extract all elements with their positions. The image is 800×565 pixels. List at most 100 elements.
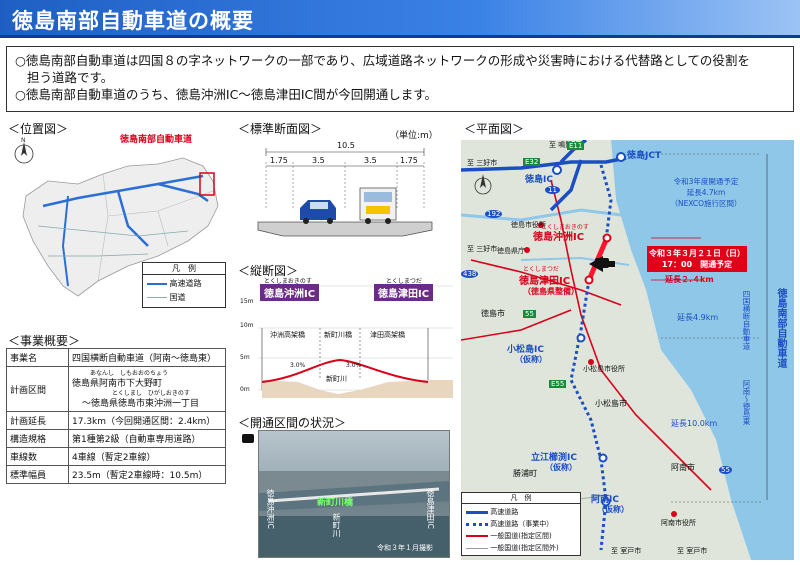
komatsushima-ic-sub: （仮称）	[515, 355, 547, 364]
cross-section-diagram: 10.5 1.75 3.5 3.5 1.75	[238, 140, 448, 250]
longitudinal-title: ＜縦断図＞	[238, 264, 299, 278]
anan-office-label: 阿南市役所	[661, 519, 696, 527]
longitudinal-y-ticks: 15m	[240, 298, 254, 305]
legend-highway: 高速道路	[169, 279, 202, 288]
photo-river-label: 新町川	[332, 513, 341, 537]
table-row: 計画区間 あなんし しもおおのちょう 徳島県阿南市下大野町 とくしまし ひがしお…	[6, 366, 226, 412]
plan-camera-icon	[595, 258, 609, 268]
status-photo: 徳島沖洲IC 徳島津田IC 新町川橋 新町川 令和３年１月撮影	[258, 430, 450, 558]
vertical-main-label: 徳島南部自動車道	[775, 288, 786, 368]
ic-left-ruby: とくしまおきのす	[264, 278, 312, 285]
cross-seg-3: 3.5	[364, 156, 377, 165]
photo-bridge-label: 新町川橋	[317, 498, 354, 508]
cross-seg-4: 1.75	[400, 156, 418, 165]
plan-legend-highway-construction: 高速道路（事業中）	[490, 520, 554, 528]
cross-section-unit: （単位:m）	[390, 131, 438, 141]
katsuura-label: 勝浦町	[513, 469, 537, 478]
legend-national: 国道	[169, 293, 186, 302]
ic-right-tag: 徳島津田IC	[374, 284, 434, 301]
bridge-okinosu: 沖洲高架橋	[270, 331, 305, 339]
plan-map-svg	[461, 140, 794, 560]
e11-badge: E11	[567, 142, 585, 150]
bridge-shinmachigawa: 新町川橋	[324, 331, 352, 339]
camera-icon	[242, 434, 254, 443]
city-hall-label: 徳島市役所	[511, 221, 546, 229]
plan-map: 至 鳴門市 E11 E32 至 三好市 至 三好市 徳島JCT 徳島IC 11 …	[461, 140, 794, 560]
car-icon	[300, 200, 336, 224]
vertical-anan-label: 阿南～徳島東	[742, 380, 751, 425]
north-arrow-icon: N	[14, 137, 34, 164]
jct-label: 徳島JCT	[627, 151, 662, 161]
plan-legend: 凡 例 高速道路 高速道路（事業中） 一般国道(指定区間) 一般国道(指定区間外…	[461, 492, 581, 556]
plan-top-label: 至 鳴門市	[549, 141, 580, 149]
overview-title: ＜事業概要＞	[8, 334, 81, 348]
cross-total-width: 10.5	[337, 141, 355, 150]
e32-badge: E32	[523, 158, 541, 166]
ic-left-tag: 徳島沖洲IC	[260, 284, 320, 301]
opening-callout: 令和３年３月２１日（日） 17：00 開通予定	[647, 246, 747, 272]
table-row: 事業名四国横断自動車道（阿南～徳島東）	[6, 348, 226, 367]
photo-left-label: 徳島沖洲IC	[266, 489, 275, 529]
cross-seg-1: 1.75	[270, 156, 288, 165]
tokushima-city-label: 徳島市	[481, 309, 505, 318]
komatsushima-ic-label: 小松島IC	[507, 345, 544, 355]
anan-ic-label: 阿南IC	[591, 495, 619, 505]
plan-legend-highway: 高速道路	[490, 508, 519, 516]
bridge-tsuda: 津田高架橋	[370, 331, 405, 339]
ic-tsuda-ruby: とくしまつだ	[523, 266, 559, 273]
river-label: 新町川	[326, 375, 347, 383]
ic-tsuda-sub: （徳島県整備）	[523, 287, 579, 296]
longitudinal-diagram: 15m 10m 5m 0m とくしまおきのす 徳島沖洲IC とくしまつだ 徳島津…	[238, 278, 456, 404]
photo-caption: 令和３年１月撮影	[377, 544, 433, 552]
location-map: N 徳島南部自動車道 凡 例 高速道路 国道	[8, 135, 230, 326]
status-photo-svg	[259, 471, 449, 557]
plan-bottom-2: 至 室戸市	[677, 547, 708, 555]
summary-line-1b: 担う道路です。	[27, 70, 114, 85]
ic-okinosu-label: 徳島沖洲IC	[533, 232, 585, 243]
komatsushima-city-label: 小松島市	[595, 399, 627, 408]
e55b-badge: E55	[549, 380, 567, 388]
grade-2: 3.0%	[346, 362, 362, 369]
ic-tokushima-label: 徳島IC	[525, 175, 553, 185]
cross-seg-2: 3.5	[312, 156, 325, 165]
plan-r3-annotation: 令和3年度開通予定 延長4.7km （NEXCO施行区間）	[670, 177, 742, 208]
cross-section-svg	[257, 148, 433, 237]
route-55b-badge: 55	[719, 466, 732, 474]
tachie-ic-label: 立江櫛渕IC	[531, 453, 577, 463]
y-tick-0: 0m	[240, 386, 250, 393]
summary-box: ○徳島南部自動車道は四国８の字ネットワークの一部であり、広域道路ネットワークの形…	[6, 46, 794, 112]
y-tick-10: 10m	[240, 322, 254, 329]
page-header: 徳島南部自動車道の概要	[0, 0, 800, 38]
opening-length: 延長２.４km	[665, 275, 714, 284]
tachie-ic-sub: （仮称）	[545, 463, 577, 472]
vertical-shikoku-label: 四国横断自動車道	[742, 290, 751, 350]
plan-legend-title: 凡 例	[462, 493, 580, 504]
komatsushima-office-label: 小松島市役所	[583, 365, 625, 373]
e55a-badge: 55	[523, 310, 536, 318]
ic-right-ruby: とくしまつだ	[386, 278, 422, 285]
anan-city-label: 阿南市	[671, 463, 695, 472]
route-11-badge: 11	[545, 186, 560, 194]
page-title: 徳島南部自動車道の概要	[12, 9, 254, 33]
summary-line-2: ○徳島南部自動車道のうち、徳島沖洲IC～徳島津田IC間が今回開通します。	[15, 87, 437, 102]
length-10-0: 延長10.0km	[671, 419, 718, 428]
ic-okinosu-ruby: とくしまおきのす	[541, 224, 589, 231]
plan-legend-national-designated: 一般国道(指定区間)	[490, 532, 552, 540]
location-legend-title: 凡 例	[143, 263, 225, 275]
plan-sanyoshi-2: 至 三好市	[467, 245, 498, 253]
location-legend: 凡 例 高速道路 国道	[142, 262, 226, 308]
cross-section-title: ＜標準断面図＞	[238, 122, 323, 136]
plan-bottom-1: 至 室戸市	[611, 547, 642, 555]
route-438-badge: 438	[461, 270, 479, 278]
pref-office-label: 徳島県庁	[497, 247, 525, 255]
truck-icon	[359, 187, 397, 224]
anan-ic-sub: （仮称）	[597, 505, 629, 514]
photo-right-label: 徳島津田IC	[426, 489, 435, 529]
y-tick-5: 5m	[240, 354, 250, 361]
grade-1: 3.0%	[290, 362, 306, 369]
length-4-9: 延長4.9km	[677, 313, 719, 322]
status-title: ＜開通区間の状況＞	[238, 416, 347, 430]
route-192-badge: 192	[485, 210, 503, 218]
shikoku-map-svg: N	[14, 137, 219, 297]
